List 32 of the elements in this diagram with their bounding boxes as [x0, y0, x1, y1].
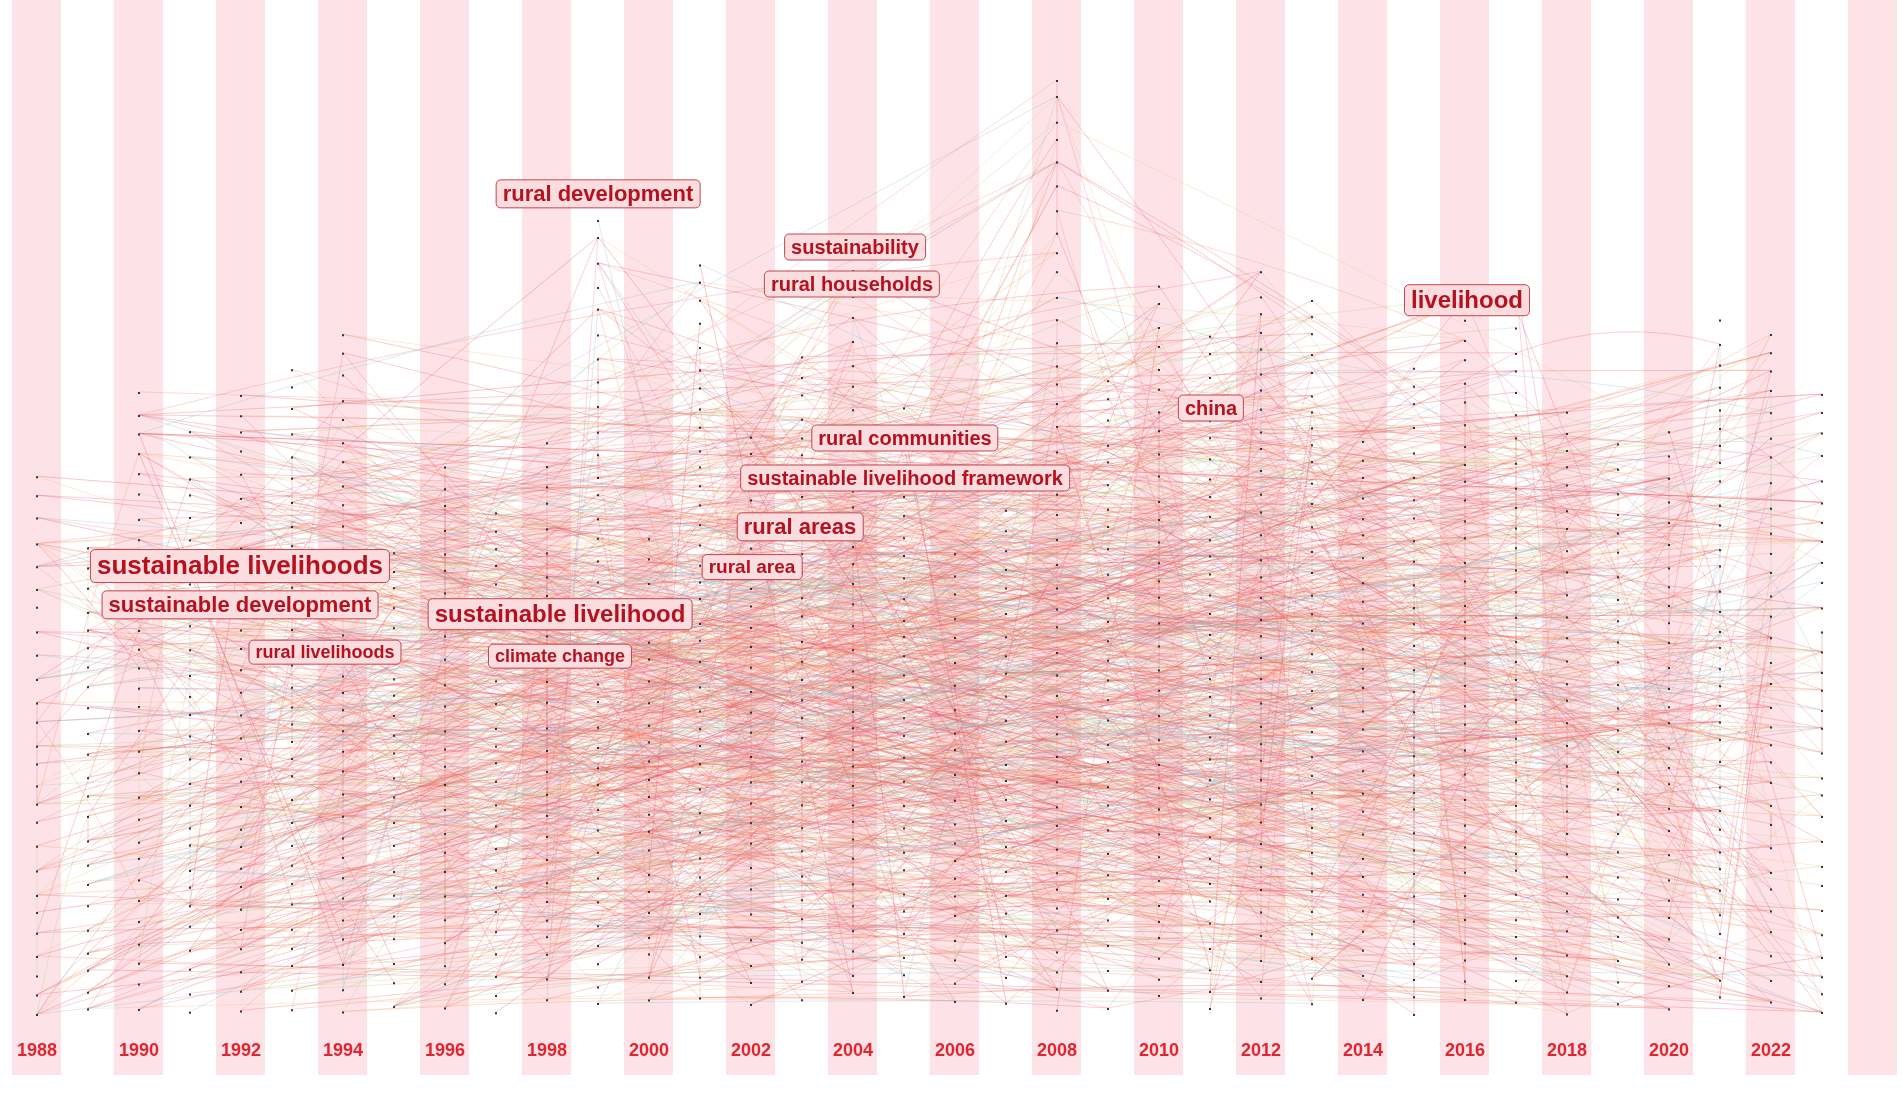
year-label: 2014	[1343, 1040, 1383, 1061]
keyword-tag: rural households	[763, 270, 941, 298]
keyword-tag: rural livelihoods	[248, 639, 402, 665]
keyword-tag: climate change	[487, 643, 633, 669]
year-label: 2010	[1139, 1040, 1179, 1061]
keyword-tag: sustainable livelihoods	[89, 549, 391, 583]
year-label: 1998	[527, 1040, 567, 1061]
year-label: 1994	[323, 1040, 363, 1061]
keyword-tag: rural development	[495, 179, 701, 209]
keyword-tag: sustainable livelihood	[427, 598, 693, 630]
year-label: 2012	[1241, 1040, 1281, 1061]
keyword-tag: rural area	[701, 554, 803, 580]
year-label: 1996	[425, 1040, 465, 1061]
year-label: 2004	[833, 1040, 873, 1061]
year-label: 2002	[731, 1040, 771, 1061]
keyword-tag: rural communities	[811, 424, 999, 452]
keyword-tag: sustainability	[784, 233, 926, 261]
keyword-tag: china	[1177, 394, 1245, 422]
year-label: 1988	[17, 1040, 57, 1061]
year-label: 2006	[935, 1040, 975, 1061]
year-label: 2018	[1547, 1040, 1587, 1061]
year-label: 2022	[1751, 1040, 1791, 1061]
year-label: 2000	[629, 1040, 669, 1061]
keyword-tag: sustainable development	[101, 590, 379, 620]
keyword-tag: sustainable livelihood framework	[740, 464, 1070, 492]
year-label: 2020	[1649, 1040, 1689, 1061]
year-label: 1992	[221, 1040, 261, 1061]
year-label: 2008	[1037, 1040, 1077, 1061]
year-label: 1990	[119, 1040, 159, 1061]
year-label: 2016	[1445, 1040, 1485, 1061]
keyword-tag: livelihood	[1404, 284, 1530, 316]
keyword-tag: rural areas	[736, 512, 864, 542]
